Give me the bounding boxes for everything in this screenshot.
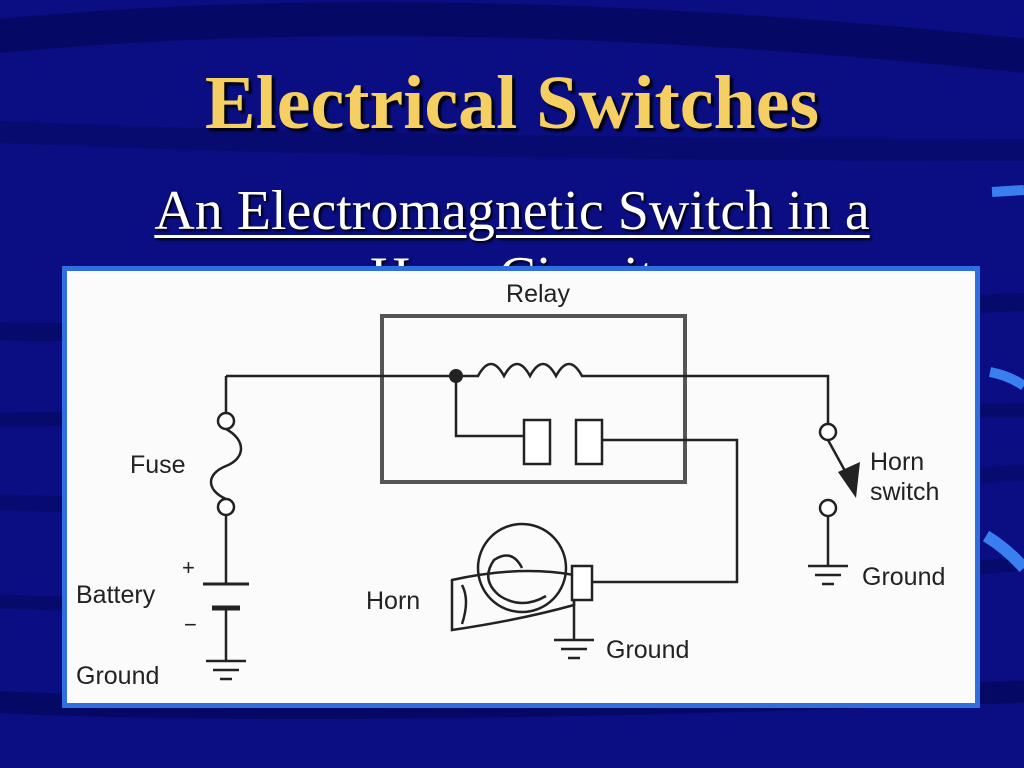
relay-contact-wire-right <box>592 438 739 584</box>
ground-symbol-left <box>206 659 246 681</box>
relay-contact-left <box>522 418 552 466</box>
horn-switch-arrow <box>838 462 860 498</box>
horn-circuit-diagram: Relay Fuse <box>62 266 980 708</box>
battery-plus: + <box>182 555 195 580</box>
ground-horn-label: Ground <box>606 636 689 664</box>
relay-contact-right <box>574 418 604 466</box>
circuit-drawing: Relay Fuse <box>76 280 945 690</box>
ground-symbol-right <box>808 564 848 586</box>
horn-label: Horn <box>366 587 420 615</box>
ground-right-label: Ground <box>862 563 945 591</box>
battery-minus: − <box>184 612 197 637</box>
horn-switch-terminal-top <box>818 422 838 442</box>
fuse-label: Fuse <box>130 451 186 479</box>
ground-left-label: Ground <box>76 662 159 690</box>
fuse-terminal-bottom <box>216 497 236 517</box>
horn-switch-label-line2: switch <box>870 478 939 506</box>
slide-title: Electrical Switches <box>204 61 820 145</box>
fuse-terminal-top <box>216 411 236 431</box>
top-wire-right <box>596 374 830 424</box>
battery-label: Battery <box>76 581 156 609</box>
ground-symbol-horn <box>554 638 594 660</box>
relay-label: Relay <box>506 280 570 308</box>
relay-box <box>380 314 687 484</box>
fuse-element <box>209 427 243 501</box>
relay-coil <box>456 362 596 379</box>
horn-icon <box>450 522 594 632</box>
relay-contact-wire-left <box>454 376 524 438</box>
horn-switch-label-line1: Horn <box>870 448 924 476</box>
horn-switch-terminal-bottom <box>818 498 838 518</box>
